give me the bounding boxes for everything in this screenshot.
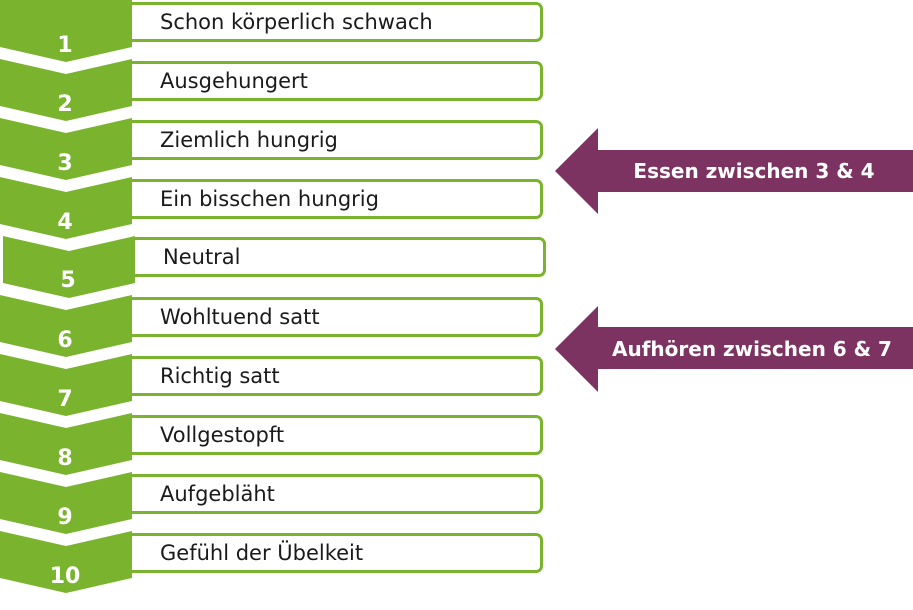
step-number: 5 (60, 268, 76, 293)
step-label: Neutral (163, 245, 241, 269)
step-label: Ausgehungert (160, 69, 308, 93)
chevron-shape-5 (3, 236, 135, 298)
callout-eat: Essen zwischen 3 & 4 (555, 128, 913, 214)
step-number: 8 (57, 446, 73, 471)
step-label: Richtig satt (160, 364, 280, 388)
step-box: Gefühl der Übelkeit (130, 533, 543, 573)
step-box: Aufgebläht (130, 474, 543, 514)
step-number: 6 (57, 328, 73, 353)
step-box: Neutral (133, 237, 546, 277)
step-box: Richtig satt (130, 356, 543, 396)
callout-text: Aufhören zwischen 6 & 7 (612, 337, 892, 361)
chevron-shape-7 (0, 354, 132, 416)
chevron-shape-9 (0, 472, 132, 534)
step-label: Gefühl der Übelkeit (160, 541, 364, 565)
step-label: Wohltuend satt (160, 305, 320, 329)
step-number: 9 (57, 505, 73, 530)
chevron-shape-3 (0, 118, 132, 180)
step-number: 2 (57, 92, 73, 117)
chevron-shape-8 (0, 413, 132, 475)
chevron-shape-1 (0, 0, 132, 62)
chevron-shape-10 (0, 531, 132, 593)
step-box: Wohltuend satt (130, 297, 543, 337)
step-number: 10 (49, 564, 81, 589)
chevron-shape-4 (0, 177, 132, 239)
step-number: 1 (57, 33, 73, 58)
step-box: Ein bisschen hungrig (130, 179, 543, 219)
step-label: Schon körperlich schwach (160, 10, 433, 34)
callout-stop: Aufhören zwischen 6 & 7 (555, 306, 913, 392)
step-label: Ziemlich hungrig (160, 128, 338, 152)
step-box: Ausgehungert (130, 61, 543, 101)
chevron-column (0, 0, 135, 593)
step-box: Schon körperlich schwach (130, 2, 543, 42)
step-number: 3 (57, 151, 73, 176)
step-box: Vollgestopft (130, 415, 543, 455)
step-number: 7 (57, 387, 73, 412)
step-label: Vollgestopft (160, 423, 285, 447)
step-label: Ein bisschen hungrig (160, 187, 379, 211)
chevron-shape-6 (0, 295, 132, 357)
callout-text: Essen zwischen 3 & 4 (633, 159, 875, 183)
step-number: 4 (57, 210, 73, 235)
left-arrow-icon (555, 306, 913, 392)
chevron-shape-2 (0, 59, 132, 121)
step-box: Ziemlich hungrig (130, 120, 543, 160)
left-arrow-icon (555, 128, 913, 214)
step-label: Aufgebläht (160, 482, 275, 506)
